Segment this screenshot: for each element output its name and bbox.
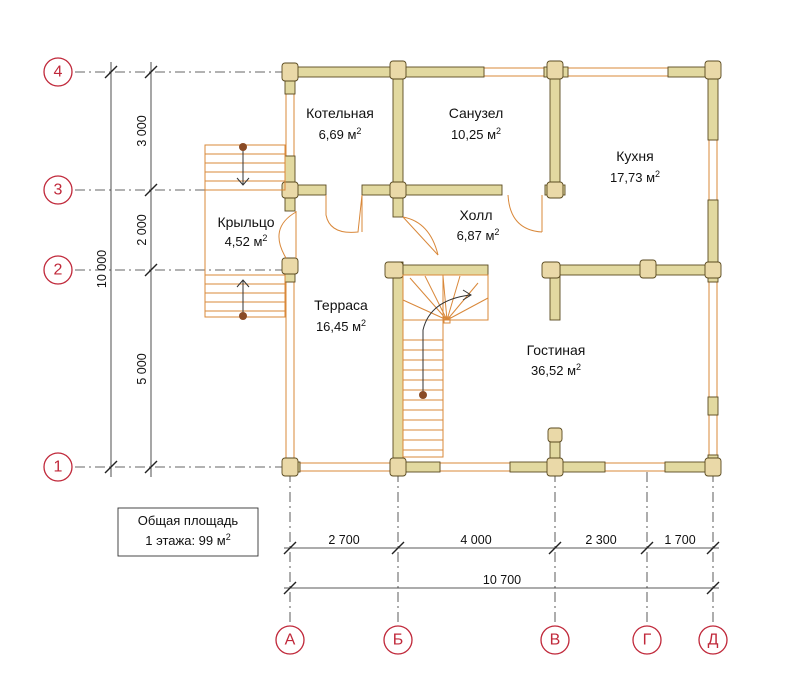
room-terrasa: Терраса 16,45 м2	[314, 297, 368, 334]
axis-marker-2: 2	[43, 255, 73, 285]
dim-1700: 1 700	[664, 533, 695, 547]
vertical-axis-lines	[289, 472, 714, 628]
dim-3000: 3 000	[135, 115, 149, 146]
svg-text:Котельная: Котельная	[306, 105, 374, 121]
svg-text:Крыльцо: Крыльцо	[217, 214, 274, 230]
dim-total-horizontal: 10 700	[483, 573, 521, 587]
svg-text:6,87 м2: 6,87 м2	[457, 227, 500, 243]
svg-text:36,52 м2: 36,52 м2	[531, 362, 581, 378]
svg-text:1: 1	[54, 459, 63, 476]
svg-text:Б: Б	[393, 632, 404, 649]
axis-marker-4: 4	[43, 57, 73, 87]
svg-text:Санузел: Санузел	[449, 105, 504, 121]
axis-marker-d: Д	[698, 625, 728, 655]
svg-text:17,73 м2: 17,73 м2	[610, 169, 660, 185]
room-sanuzel: Санузел 10,25 м2	[449, 105, 504, 142]
dim-2000: 2 000	[135, 214, 149, 245]
svg-text:6,69 м2: 6,69 м2	[319, 126, 362, 142]
room-kotelnaya: Котельная 6,69 м2	[306, 105, 374, 142]
room-gostinaya: Гостиная 36,52 м2	[527, 342, 586, 378]
svg-text:Холл: Холл	[460, 207, 493, 223]
svg-text:16,45 м2: 16,45 м2	[316, 318, 366, 334]
axis-marker-b: Б	[383, 625, 413, 655]
svg-text:2: 2	[54, 262, 63, 279]
dim-2300: 2 300	[585, 533, 616, 547]
svg-text:Кухня: Кухня	[616, 148, 653, 164]
svg-text:Гостиная: Гостиная	[527, 342, 586, 358]
room-kuhnya: Кухня 17,73 м2	[610, 148, 660, 185]
svg-text:Г: Г	[643, 632, 652, 649]
horizontal-dimensions: 2 700 4 000 2 300 1 700 10 700	[283, 533, 720, 595]
svg-text:4: 4	[54, 64, 63, 81]
axis-marker-1: 1	[43, 452, 73, 482]
vertical-dimensions: 3 000 2 000 5 000 10 000	[95, 62, 158, 477]
log-ends	[281, 60, 722, 477]
total-area-line2: 1 этажа: 99 м2	[145, 532, 230, 548]
room-kryltso: Крыльцо 4,52 м2	[217, 214, 274, 249]
dim-total-vertical: 10 000	[95, 250, 109, 288]
dim-4000: 4 000	[460, 533, 491, 547]
svg-text:3: 3	[54, 182, 63, 199]
dim-5000: 5 000	[135, 353, 149, 384]
dim-2700: 2 700	[328, 533, 359, 547]
svg-text:10,25 м2: 10,25 м2	[451, 126, 501, 142]
interior-staircase	[402, 274, 489, 458]
svg-text:В: В	[550, 632, 561, 649]
axis-marker-g: Г	[632, 625, 662, 655]
total-area-line1: Общая площадь	[138, 513, 239, 528]
svg-text:Терраса: Терраса	[314, 297, 368, 313]
axis-marker-a: А	[275, 625, 305, 655]
axis-marker-3: 3	[43, 175, 73, 205]
axis-marker-v: В	[540, 625, 570, 655]
total-area-box: Общая площадь 1 этажа: 99 м2	[117, 507, 259, 557]
svg-text:4,52 м2: 4,52 м2	[225, 233, 268, 249]
porch-stairs	[204, 143, 286, 320]
doors	[278, 194, 543, 259]
svg-text:А: А	[285, 632, 296, 649]
room-holl: Холл 6,87 м2	[457, 207, 500, 243]
svg-text:Д: Д	[708, 632, 719, 649]
